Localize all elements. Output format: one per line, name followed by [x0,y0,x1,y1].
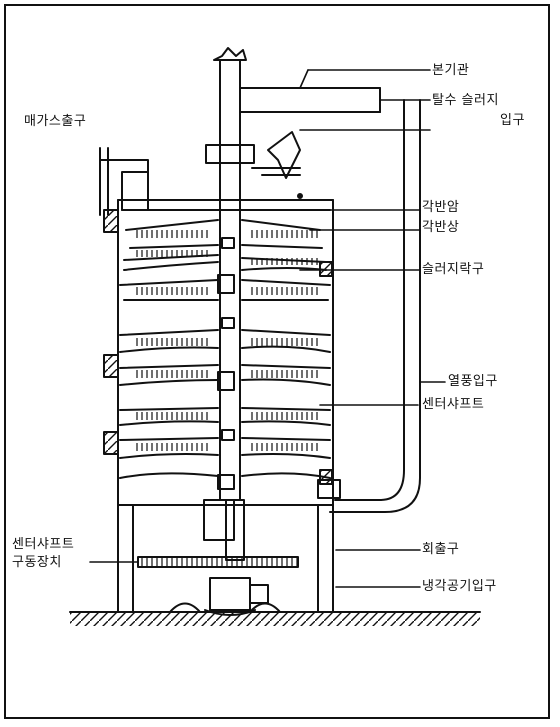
label-cooling-air-inlet: 냉각공기입구 [422,579,497,594]
label-main-pipe: 본기관 [432,63,470,78]
exhaust-outlet [99,147,149,216]
shaft-hubs [217,237,235,490]
drive-gear [137,556,299,568]
label-ash-outlet: 회출구 [422,542,460,557]
label-center-shaft: 센터샤프트 [422,397,485,412]
ground [69,611,481,626]
label-drive-line2: 구동장치 [12,555,62,570]
label-hot-air-inlet: 열풍입구 [448,374,498,389]
label-sludge-inlet: 탈수 슬러지 [432,93,499,108]
leader-lines [89,69,446,588]
wall-seals [103,209,333,485]
label-rabble-arm: 각반암 [422,200,460,215]
trays-left [119,219,219,479]
label-inlet: 입구 [500,113,525,128]
label-tray: 각반상 [422,220,460,235]
label-exhaust-outlet: 매가스출구 [24,114,87,129]
trays-right [241,219,331,479]
dryer-shell [117,199,334,506]
sludge-inlet [251,131,303,199]
drive-motor [204,577,269,616]
support-legs [117,504,334,613]
center-shaft-body [203,47,255,561]
label-drive-line1: 센터샤프트 [12,537,75,552]
main-pipe [239,87,381,113]
figure-border [4,4,550,719]
label-sludge-drop: 슬러지락구 [422,262,485,277]
